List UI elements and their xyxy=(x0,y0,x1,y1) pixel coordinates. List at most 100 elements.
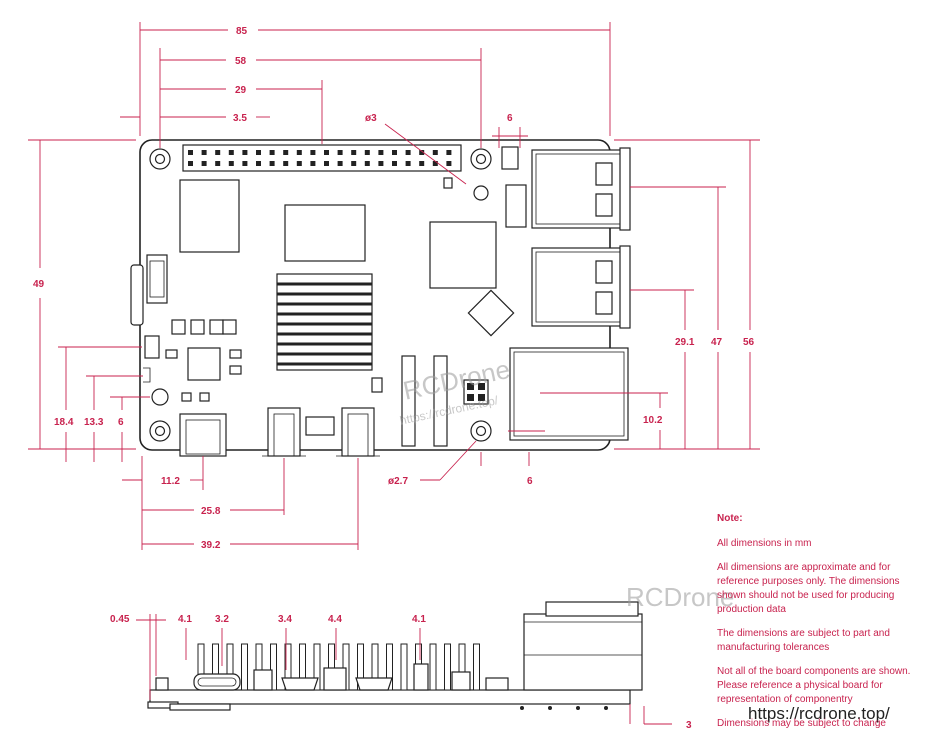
small-component xyxy=(144,335,160,359)
side-pin xyxy=(400,643,408,691)
gpio-pin xyxy=(215,150,221,155)
gpio-pin xyxy=(337,150,343,155)
side-micro-hdmi-1 xyxy=(355,677,393,691)
side-pin xyxy=(386,643,393,691)
gpio-pin xyxy=(269,161,275,166)
dim-49: 49 xyxy=(33,279,45,290)
gpio-pin xyxy=(419,150,425,155)
small-component xyxy=(143,367,151,383)
gpio-pin xyxy=(296,150,302,155)
gpio-pin xyxy=(283,150,289,155)
gpio-pin xyxy=(269,150,275,155)
small-component xyxy=(181,392,192,402)
gpio-pin xyxy=(310,161,316,166)
side-small-part xyxy=(413,663,429,691)
dim-47: 47 xyxy=(711,337,723,348)
gpio-pin xyxy=(351,161,357,166)
small-component xyxy=(443,177,453,189)
gpio-pin xyxy=(324,161,329,166)
dim-6-left: 6 xyxy=(118,417,124,428)
watermark-url-footer: https://rcdrone.top/ xyxy=(748,704,890,723)
gpio-pin xyxy=(446,161,452,166)
board-top-view xyxy=(130,139,631,457)
small-component xyxy=(222,319,237,335)
side-pin xyxy=(444,643,451,691)
gpio-pin xyxy=(432,161,438,166)
ram-chip xyxy=(284,204,366,262)
side-small-part xyxy=(323,667,347,691)
side-connector xyxy=(130,264,144,326)
side-dimension-labels: 0.45 4.1 3.2 3.4 4.4 4.1 3 xyxy=(110,614,692,731)
dim-29: 29 xyxy=(235,85,247,96)
side-usb-block xyxy=(545,601,639,617)
csi-connector-0 xyxy=(401,355,416,447)
dim-85: 85 xyxy=(236,26,248,37)
dim-3-2: 3.2 xyxy=(215,614,229,625)
dim-3: 3 xyxy=(686,720,692,731)
dim-4-1-b: 4.1 xyxy=(412,614,426,625)
note-item: All dimensions in mm xyxy=(717,538,812,549)
led xyxy=(473,185,489,201)
dimension-labels: 85 58 29 3.5 ø3 6 49 18.4 13.3 6 29.1 47… xyxy=(33,26,755,551)
side-pcb xyxy=(149,689,631,705)
dim-hole-dia-top: ø3 xyxy=(365,113,377,124)
gpio-pin xyxy=(188,150,193,155)
dim-18-4: 18.4 xyxy=(54,417,74,428)
gpio-pin xyxy=(256,150,261,155)
gpio-pin xyxy=(228,150,234,155)
gpio-pin xyxy=(378,161,384,166)
dim-56: 56 xyxy=(743,337,755,348)
gpio-pin xyxy=(446,150,452,155)
small-component xyxy=(305,416,335,436)
small-component xyxy=(229,365,242,375)
dim-4-4: 4.4 xyxy=(328,614,342,625)
gpio-pin xyxy=(201,161,207,166)
watermark-logo-notes: RCDrone xyxy=(626,582,734,612)
dim-58: 58 xyxy=(235,56,247,67)
note-item: Dimensions may be subject to change xyxy=(717,718,886,729)
gpio-pin xyxy=(242,161,248,166)
side-pin xyxy=(313,643,321,691)
note-item: Not all of the board components are show… xyxy=(717,666,911,705)
dim-13-3: 13.3 xyxy=(84,417,104,428)
side-small-part xyxy=(155,677,169,691)
usb-port-stack-lower xyxy=(531,245,631,329)
gpio-pin xyxy=(188,161,193,166)
small-component xyxy=(501,146,519,170)
small-component xyxy=(371,377,383,393)
side-ethernet-block xyxy=(523,613,643,691)
small-component xyxy=(199,392,210,402)
display-connector xyxy=(146,254,168,304)
mounting-hole xyxy=(149,420,171,442)
dim-11-2: 11.2 xyxy=(161,476,180,487)
small-component xyxy=(165,349,178,359)
gpio-pin xyxy=(242,150,248,155)
side-usb-c-port xyxy=(193,673,241,691)
usb-controller-chip xyxy=(429,221,497,289)
gpio-header xyxy=(182,144,462,172)
side-small-part xyxy=(451,671,471,691)
small-component xyxy=(190,319,205,335)
dim-6-top: 6 xyxy=(507,113,513,124)
dimension-lines xyxy=(28,22,760,550)
note-item: The dimensions are subject to part and m… xyxy=(717,628,890,653)
power-button xyxy=(151,388,169,406)
side-small-part xyxy=(253,669,273,691)
gpio-pin xyxy=(201,150,207,155)
side-pin xyxy=(473,643,480,691)
gpio-pin xyxy=(310,150,316,155)
dim-25-8: 25.8 xyxy=(201,506,221,517)
board-side-view xyxy=(147,601,643,711)
gpio-pin xyxy=(351,150,357,155)
fan-header xyxy=(463,379,489,405)
mounting-hole xyxy=(149,148,171,170)
gpio-pin xyxy=(392,161,397,166)
gpio-pin xyxy=(215,161,221,166)
dim-39-2: 39.2 xyxy=(201,540,221,551)
gpio-pin xyxy=(296,161,302,166)
rp1-chip xyxy=(467,289,515,337)
mounting-hole xyxy=(470,148,492,170)
gpio-pin xyxy=(405,161,411,166)
micro-hdmi-port-1 xyxy=(336,407,380,457)
gpio-pin xyxy=(432,150,438,155)
